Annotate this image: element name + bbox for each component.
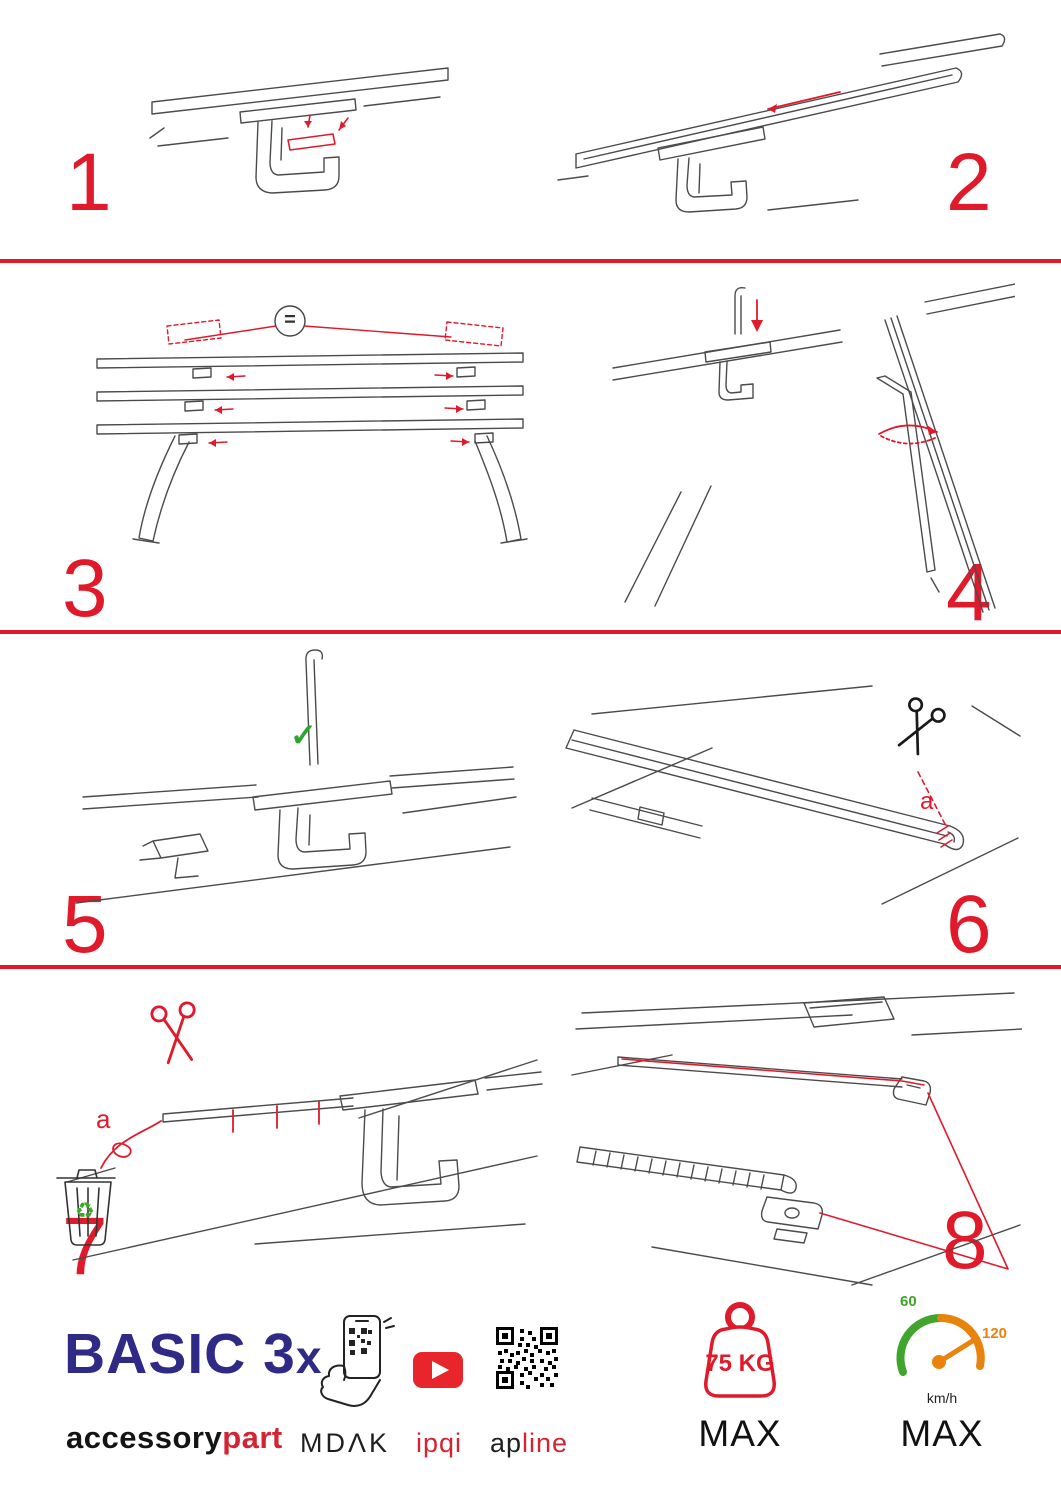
step-number-4: 4 <box>946 547 992 638</box>
cut-point-label-a: a <box>920 788 934 815</box>
step-number-1: 1 <box>66 137 112 228</box>
brand-tagline: accessorypart <box>66 1420 283 1456</box>
speed-max-label: MAX <box>900 1413 984 1454</box>
step-6-illustration <box>565 685 1021 905</box>
tagline-accessory: accessory <box>66 1420 223 1455</box>
brand-apline-black: ap <box>489 1428 522 1458</box>
speed-min-tick: 60 <box>900 1293 917 1310</box>
product-name-suffix: x <box>295 1331 323 1383</box>
speed-unit-label: km/h <box>926 1390 958 1406</box>
recycle-icon: ♻ <box>75 1198 95 1223</box>
step-number-5: 5 <box>62 879 108 970</box>
brand-ipqi-label: ipqi <box>415 1428 463 1458</box>
section-divider-1 <box>0 259 1061 263</box>
step-number-8: 8 <box>942 1195 988 1286</box>
speedometer-icon <box>896 1313 985 1376</box>
weight-max-label: MAX <box>698 1413 782 1454</box>
step-4-illustration <box>612 283 1015 613</box>
section-divider-2 <box>0 630 1061 634</box>
step-number-3: 3 <box>62 543 108 634</box>
step-number-2: 2 <box>946 137 992 228</box>
section-divider-3 <box>0 965 1061 969</box>
brand-apline-red: line <box>522 1428 569 1458</box>
trash-can-icon <box>56 1169 116 1246</box>
product-name-main: BASIC 3 <box>64 1322 296 1386</box>
brand-logo: BASIC 3x <box>64 1326 322 1383</box>
phone-scan-icon <box>320 1315 395 1407</box>
check-icon: ✓ <box>290 717 317 753</box>
tagline-part: part <box>222 1420 283 1455</box>
speed-max-tick: 120 <box>982 1325 1008 1342</box>
qr-code-icon <box>496 1327 558 1389</box>
step-8-illustration <box>571 992 1022 1286</box>
equal-spacing-icon: = <box>284 309 296 331</box>
scissors-icon <box>897 697 946 756</box>
step-2-illustration <box>557 33 1006 213</box>
step-1-illustration <box>149 67 449 194</box>
step-number-6: 6 <box>946 879 992 970</box>
product-name: BASIC 3x <box>64 1326 322 1383</box>
brand-mdak-label: MDΛK <box>299 1428 391 1458</box>
brand-apline-label: apline <box>486 1428 572 1459</box>
weight-icon <box>704 1302 776 1398</box>
weight-value: 75 KG <box>705 1350 775 1377</box>
step-5-illustration <box>75 649 517 904</box>
step-3-illustration <box>96 305 528 544</box>
strip-label-a: a <box>96 1104 111 1134</box>
scissors-icon-red <box>150 1001 196 1065</box>
youtube-icon <box>413 1352 463 1388</box>
step-7-illustration <box>56 1059 543 1261</box>
